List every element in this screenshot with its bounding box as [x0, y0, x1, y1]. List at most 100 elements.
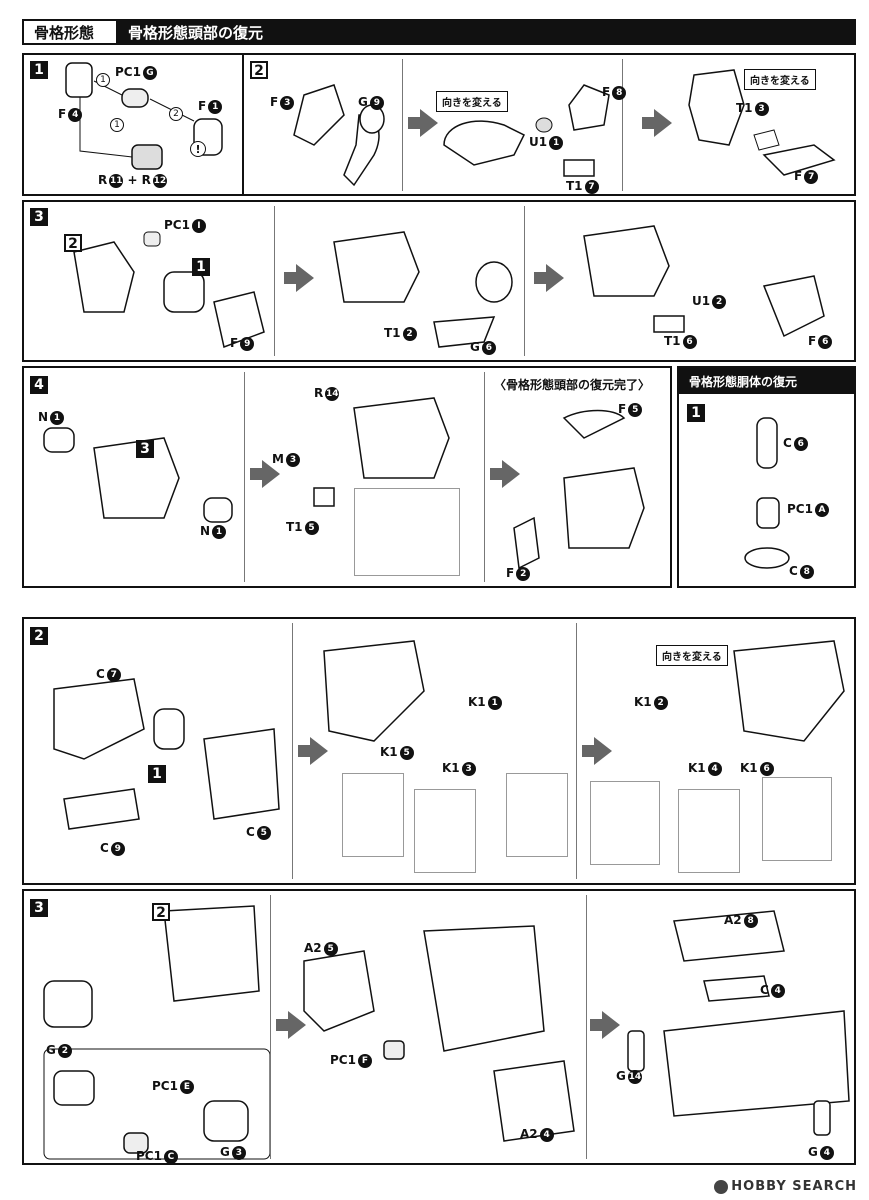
part-illustration [333, 231, 513, 348]
part-illustration [688, 69, 836, 176]
flow-arrow [582, 737, 612, 765]
part-illustration [293, 84, 385, 187]
part-pc1 [121, 88, 149, 108]
part-illustration [43, 427, 233, 523]
divider [524, 206, 525, 356]
part-f4 [65, 62, 93, 98]
orientation-note: 向きを変える [744, 69, 816, 90]
detail-inset [354, 488, 460, 576]
detail-inset [678, 789, 740, 873]
step-number: 3 [30, 899, 48, 917]
flow-arrow [276, 1011, 306, 1039]
order-number: 2 [169, 107, 183, 121]
part-illustration [443, 84, 610, 177]
step-number: 2 [30, 627, 48, 645]
flow-arrow [284, 264, 314, 292]
divider [576, 623, 577, 879]
detail-inset [342, 773, 404, 857]
step-number: 4 [30, 376, 48, 394]
flow-arrow [408, 109, 438, 137]
divider [586, 895, 587, 1159]
detail-inset [762, 777, 832, 861]
divider [242, 55, 244, 194]
step-number: 3 [30, 208, 48, 226]
watermark: HOBBY SEARCH [714, 1179, 857, 1194]
part-illustration [583, 225, 825, 338]
part-illustration [53, 678, 280, 830]
order-number: 1 [96, 73, 110, 87]
flow-arrow [590, 1011, 620, 1039]
part-illustration [313, 397, 450, 507]
part-illustration [303, 925, 575, 1142]
divider [622, 59, 623, 191]
orientation-note: 向きを変える [656, 645, 728, 666]
detail-inset [506, 773, 568, 857]
page-title: 骨格形態頭部の復元 [118, 19, 856, 45]
body-section-title: 骨格形態胴体の復元 [679, 368, 854, 394]
part-illustration [513, 409, 645, 570]
detail-inset [590, 781, 660, 865]
part-illustration [733, 640, 845, 742]
part-illustration [65, 62, 223, 170]
divider [274, 206, 275, 356]
header-bar: 骨格形態 骨格形態頭部の復元 [22, 19, 856, 47]
step-number: 1 [30, 61, 48, 79]
step-ref: 3 [136, 440, 154, 458]
flow-arrow [298, 737, 328, 765]
step-ref: 2 [152, 903, 170, 921]
part-illustration [744, 417, 790, 569]
flow-arrow [534, 264, 564, 292]
step-ref: 1 [192, 258, 210, 276]
hobby-search-logo-icon [714, 1179, 729, 1194]
step-number: 2 [250, 61, 268, 79]
flow-arrow [642, 109, 672, 137]
step-number: 1 [687, 404, 705, 422]
part-r11 [131, 144, 163, 170]
section-label: 骨格形態 [22, 19, 118, 45]
completion-title: 〈骨格形態頭部の復元完了〉 [494, 378, 651, 392]
part-illustration [323, 640, 425, 742]
step-ref: 2 [64, 234, 82, 252]
